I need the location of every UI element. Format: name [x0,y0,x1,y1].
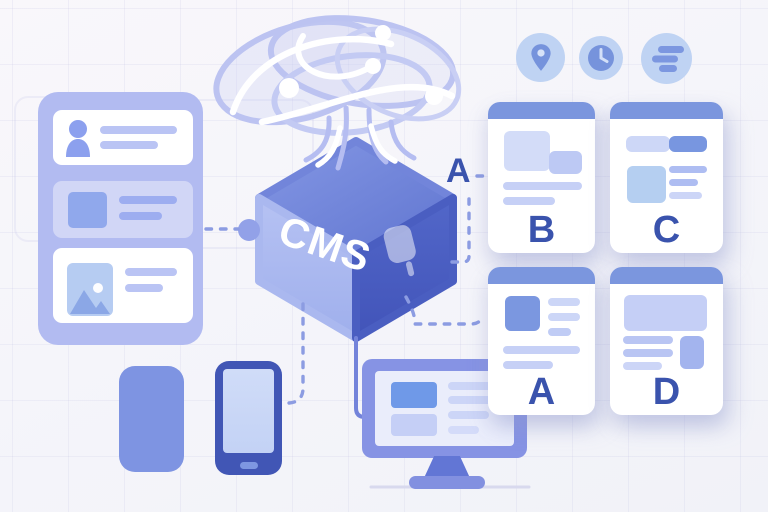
skeleton-line [623,349,673,357]
tablet-icon [119,366,184,472]
phone-icon [215,361,282,475]
monitor-stand [424,456,470,478]
content-block [504,131,550,171]
content-block [626,136,670,152]
skeleton-line [119,212,162,220]
channel-label-d: D [652,371,681,413]
skeleton-line [669,166,707,173]
skeleton-line [448,411,489,419]
channel-label-c: C [652,209,681,251]
phone-home-button [240,462,258,469]
connector-cube-to-card-a [404,295,485,326]
content-list-panel [38,92,203,345]
skeleton-line [448,382,496,390]
cms-cube: CMS [238,137,457,342]
scribble-tangle-icon [213,15,462,136]
skeleton-line [548,298,580,306]
filter-lines-icon [641,33,692,84]
card-header-bar [610,102,723,119]
channel-card-c: C [610,102,723,253]
tangle-strings [303,105,417,171]
thumbnail-block [68,192,107,228]
dashed-connectors [204,174,488,405]
skeleton-line [669,179,698,186]
location-pin-glyph [530,43,551,71]
clock-icon [579,36,623,80]
skeleton-line [548,328,571,336]
list-item-media [53,181,193,238]
skeleton-line [503,197,555,205]
skeleton-line [548,313,580,321]
annotation-label-a: A [446,152,471,190]
screen-sub-block [391,414,437,436]
location-pin-icon [516,33,565,82]
connector-cube-to-a-label [450,197,471,264]
skeleton-line [669,192,702,199]
channel-label-a: A [527,371,556,413]
skeleton-line [125,284,163,292]
skeleton-line [100,126,177,134]
content-block [669,136,707,152]
card-header-bar [488,267,595,284]
skeleton-line [503,346,580,354]
channel-card-a: A [488,267,595,415]
content-block [627,166,666,203]
list-item-image [53,248,193,323]
puzzle-knob-icon [238,219,260,241]
content-block [624,295,707,331]
list-item-profile [53,110,193,165]
skeleton-line [503,182,582,190]
channel-label-b: B [527,209,556,251]
filter-lines-glyph [651,45,684,72]
card-header-bar [488,102,595,119]
skeleton-line [623,362,662,370]
image-placeholder-icon [67,263,113,316]
skeleton-line [100,141,158,149]
skeleton-line [503,361,553,369]
skeleton-line [448,396,496,404]
screen-hero-block [391,382,437,408]
connector-cube-to-phone [282,302,305,405]
skeleton-line [623,336,673,344]
card-header-bar [610,267,723,284]
skeleton-line [448,426,479,434]
content-block [680,336,704,369]
channel-card-d: D [610,267,723,415]
skeleton-line [125,268,177,276]
channel-card-b: B [488,102,595,253]
paint-blob-icon [383,225,416,277]
clock-glyph [588,45,614,71]
content-block [505,296,540,331]
skeleton-line [119,196,177,204]
phone-screen [223,369,274,453]
content-block [549,151,582,174]
avatar-icon [66,120,90,157]
monitor-base [409,476,485,489]
